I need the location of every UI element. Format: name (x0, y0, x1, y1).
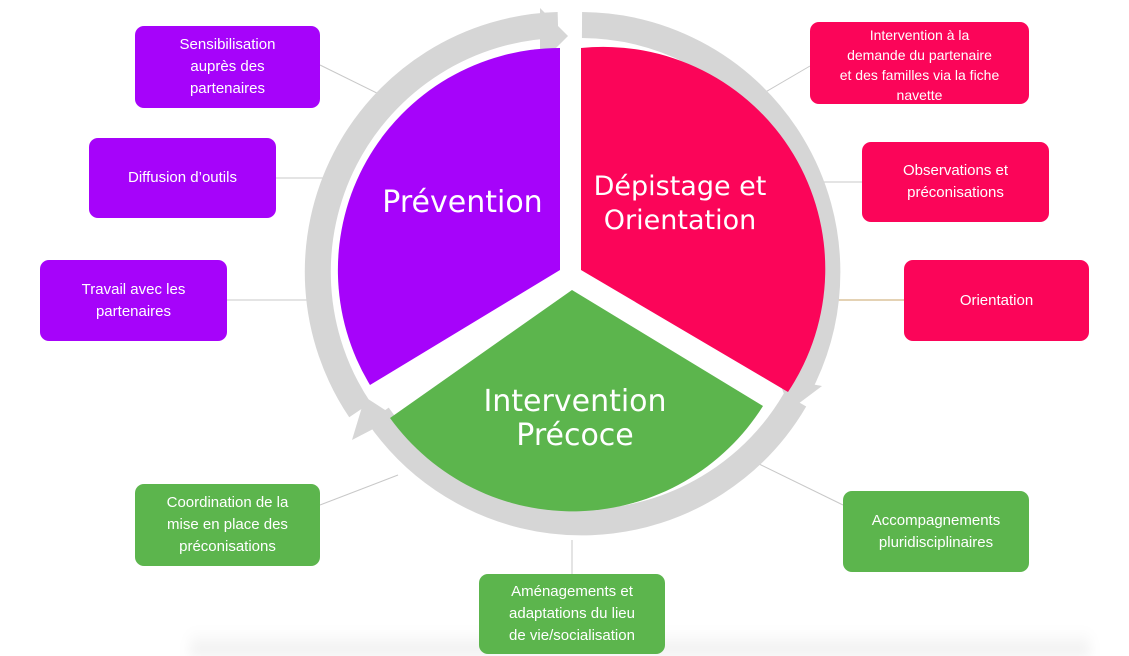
segment-prevention (337, 47, 560, 386)
box-sensibilisation-text: Sensibilisation auprès des partenaires (179, 36, 276, 97)
box-diffusion-outils: Diffusion d’outils (89, 138, 276, 218)
connector-accompagnements (754, 461, 844, 506)
box-travail-partenaires: Travail avec les partenaires (40, 260, 227, 341)
box-travail-partenaires-text: Travail avec les partenaires (81, 280, 186, 320)
connector-sensibilisation (319, 64, 386, 98)
box-sensibilisation: Sensibilisation auprès des partenaires (135, 26, 320, 108)
box-diffusion-outils-text: Diffusion d’outils (128, 169, 237, 186)
box-observations-text: Observations et préconisations (902, 162, 1009, 201)
box-intervention-demande: Intervention à la demande du partenaire … (810, 22, 1029, 104)
box-orientation: Orientation (904, 260, 1089, 341)
box-amenagements-text: Aménagements et adaptations du lieu de v… (509, 583, 635, 644)
arrow-head-left (352, 397, 396, 440)
segment-depistage-orientation (581, 46, 826, 393)
box-accompagnements: Accompagnements pluridisciplinaires (843, 491, 1029, 572)
box-orientation-text: Orientation (959, 291, 1034, 309)
label-intervention-precoce: Intervention Précoce (483, 384, 667, 453)
cycle-arrow-ring-right (581, 12, 841, 391)
cycle-arrow-ring-left (304, 12, 559, 418)
box-amenagements: Aménagements et adaptations du lieu de v… (479, 574, 665, 654)
box-accompagnements-text: Accompagnements pluridisciplinaires (871, 511, 1001, 551)
connector-coordination (319, 474, 399, 506)
segment-intervention-precoce (390, 290, 763, 512)
label-depistage-orientation: Dépistage et Orientation (593, 171, 767, 236)
box-intervention-demande-text: Intervention à la demande du partenaire … (839, 27, 1000, 103)
cycle-arrow-ring-bottom (367, 393, 807, 536)
box-coordination: Coordination de la mise en place des pré… (135, 484, 320, 566)
box-coordination-text: Coordination de la mise en place des pré… (166, 494, 289, 555)
box-observations: Observations et préconisations (862, 142, 1049, 222)
label-prevention: Prévention (382, 185, 543, 220)
